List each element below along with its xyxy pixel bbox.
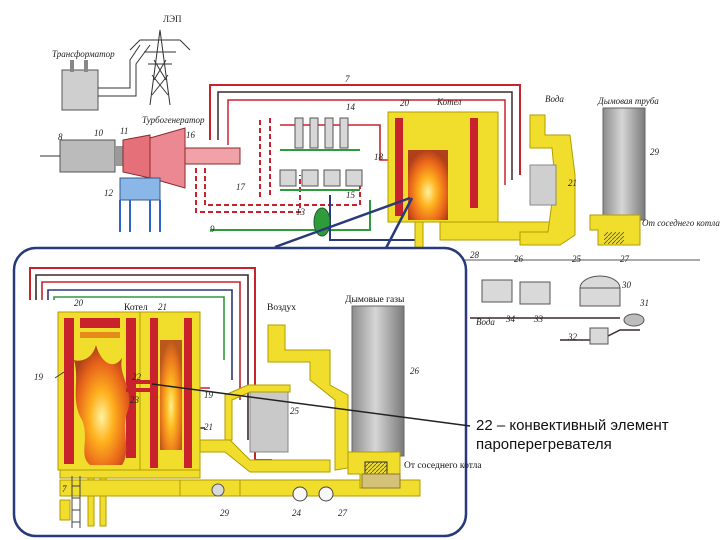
num-top-21: 21 — [568, 178, 577, 188]
num-top-28: 28 — [470, 250, 480, 260]
num-top-9: 9 — [210, 224, 215, 234]
num-top-16: 16 — [186, 130, 196, 140]
num-top-18: 18 — [374, 152, 384, 162]
zoom-air-duct — [59, 324, 421, 521]
boiler-zoom-label: Котел — [124, 303, 148, 313]
num-top-13: 13 — [296, 207, 306, 217]
num-zoom-19-left: 19 — [34, 372, 44, 382]
num-zoom-26: 26 — [410, 366, 420, 376]
lep-label: ЛЭП — [163, 14, 182, 24]
num-top-31: 31 — [639, 298, 649, 308]
zoom-boiler — [57, 311, 201, 527]
power-tower-icon — [129, 29, 191, 106]
overview-auxiliaries — [450, 259, 700, 345]
num-top-32: 32 — [567, 332, 578, 342]
num-top-26: 26 — [514, 254, 524, 264]
num-top-12: 12 — [104, 188, 114, 198]
num-top-27: 27 — [620, 254, 630, 264]
boiler-top-label: Котел — [436, 97, 461, 107]
callout-line — [151, 383, 471, 427]
num-top-8: 8 — [58, 132, 63, 142]
steam-pipelines — [195, 84, 521, 213]
heater-group-upper — [294, 117, 349, 149]
num-top-10: 10 — [94, 128, 104, 138]
overview-boiler — [387, 111, 561, 253]
num-top-29: 29 — [650, 147, 660, 157]
water-top2-label: Вода — [476, 317, 495, 327]
num-top-20: 20 — [400, 98, 410, 108]
heater-group-lower — [279, 169, 363, 187]
num-top-30: 30 — [621, 280, 632, 290]
turbogenerator-unit — [40, 127, 241, 201]
zoom-inset: Воздух Дымовые газы От соседнего котла К… — [12, 246, 482, 538]
overview-chimney — [589, 107, 646, 246]
flue-gas-zoom-label: Дымовые газы — [345, 295, 405, 305]
overview-diagram: ЛЭП Трансформатор Турбогенератор — [40, 14, 720, 345]
air-zoom-label: Воздух — [267, 303, 296, 313]
num-top-11: 11 — [120, 126, 128, 136]
num-top-25: 25 — [572, 254, 582, 264]
num-zoom-22: 22 — [132, 372, 142, 382]
num-zoom-24: 24 — [292, 508, 302, 518]
neighbor-boiler-zoom-label: От соседнего котла — [404, 461, 482, 471]
num-top-17: 17 — [236, 182, 246, 192]
overview-air-duct — [519, 114, 576, 246]
num-zoom-27: 27 — [338, 508, 348, 518]
num-zoom-23: 23 — [130, 395, 140, 405]
num-zoom-7: 7 — [62, 484, 67, 494]
num-top-7: 7 — [345, 74, 350, 84]
num-zoom-20: 20 — [74, 298, 84, 308]
num-top-34: 34 — [505, 314, 516, 324]
num-zoom-21-top: 21 — [158, 302, 167, 312]
turbogenerator-label: Турбогенератор — [142, 115, 205, 125]
chimney-top-label: Дымовая труба — [597, 96, 659, 106]
water-pipelines — [119, 149, 420, 241]
zoom-number-labels: Котел 20 21 19 22 23 19 25 21 26 7 29 24… — [34, 298, 420, 518]
zoom-connector — [274, 196, 414, 251]
overview-number-labels: 8 10 11 12 16 17 14 18 7 20 21 29 25 26 … — [58, 74, 660, 342]
num-zoom-19-right: 19 — [204, 390, 214, 400]
neighbor-boiler-top-label: От соседнего котла — [642, 218, 720, 228]
num-top-14: 14 — [346, 102, 356, 112]
num-top-15: 15 — [346, 190, 356, 200]
num-zoom-25: 25 — [290, 406, 300, 416]
zoom-ladder — [71, 476, 81, 528]
water-top-label: Вода — [545, 94, 564, 104]
caption: 22 – конвективный элемент пароперегреват… — [476, 417, 669, 453]
num-top-33: 33 — [533, 314, 544, 324]
transformer-icon — [61, 44, 151, 111]
caption-line-1: 22 – конвективный элемент — [476, 417, 669, 434]
zoom-chimney — [347, 305, 405, 489]
zoom-pipelines — [29, 267, 272, 461]
num-zoom-29: 29 — [220, 508, 230, 518]
transformer-label: Трансформатор — [52, 49, 115, 59]
caption-line-2: пароперегревателя — [476, 436, 612, 453]
num-zoom-21-bottom: 21 — [204, 422, 213, 432]
